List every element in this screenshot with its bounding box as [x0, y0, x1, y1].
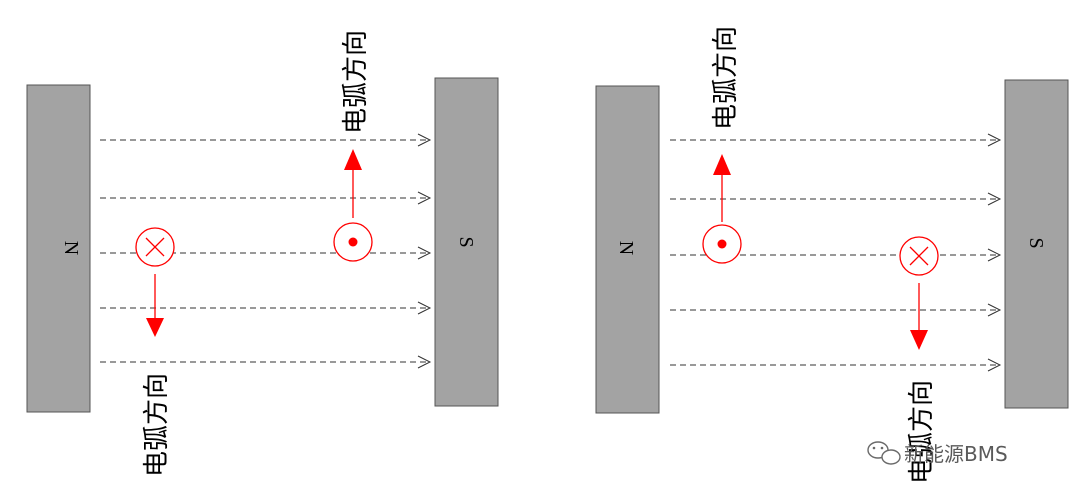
south-magnet [434, 77, 499, 407]
north-pole-label: N [60, 241, 82, 255]
field-arrowhead [987, 192, 1002, 206]
field-arrowhead [987, 248, 1002, 262]
field-arrowhead [987, 303, 1002, 317]
arc-direction-label-top: 电弧方向 [711, 26, 741, 130]
current-into-page-icon [899, 236, 939, 276]
arc-direction-label-top: 电弧方向 [341, 30, 371, 134]
wechat-icon [867, 441, 901, 465]
current-out-of-page-icon [333, 222, 373, 262]
current-into-page-icon [135, 227, 175, 267]
arc-direction-arrow-up [344, 149, 362, 218]
arc-direction-label-bottom: 电弧方向 [907, 380, 937, 484]
north-magnet [26, 84, 91, 413]
field-arrowhead [417, 301, 432, 315]
magnetic-field-lines [670, 133, 1002, 372]
arc-direction-arrow-down [910, 283, 928, 350]
arc-direction-arrow-up [713, 154, 731, 222]
north-pole-label: N [615, 241, 637, 255]
diagram-left: N S 电弧方向 [26, 30, 499, 477]
field-arrowhead [987, 133, 1002, 147]
arc-direction-arrow-down [146, 274, 164, 337]
field-arrowhead [417, 355, 432, 369]
field-arrowhead [417, 133, 432, 147]
watermark: 新能源BMS [867, 441, 1008, 466]
field-arrowhead [417, 191, 432, 205]
current-out-of-page-icon [702, 224, 742, 264]
field-arrowhead [417, 246, 432, 260]
south-pole-label: S [1025, 237, 1047, 248]
north-magnet [595, 85, 660, 414]
diagram-right: N S 电弧方向 [595, 26, 1069, 484]
south-pole-label: S [455, 236, 477, 247]
arc-direction-label-bottom: 电弧方向 [142, 373, 172, 477]
south-magnet [1004, 79, 1069, 409]
watermark-text: 新能源BMS [904, 442, 1008, 466]
field-arrowhead [987, 358, 1002, 372]
